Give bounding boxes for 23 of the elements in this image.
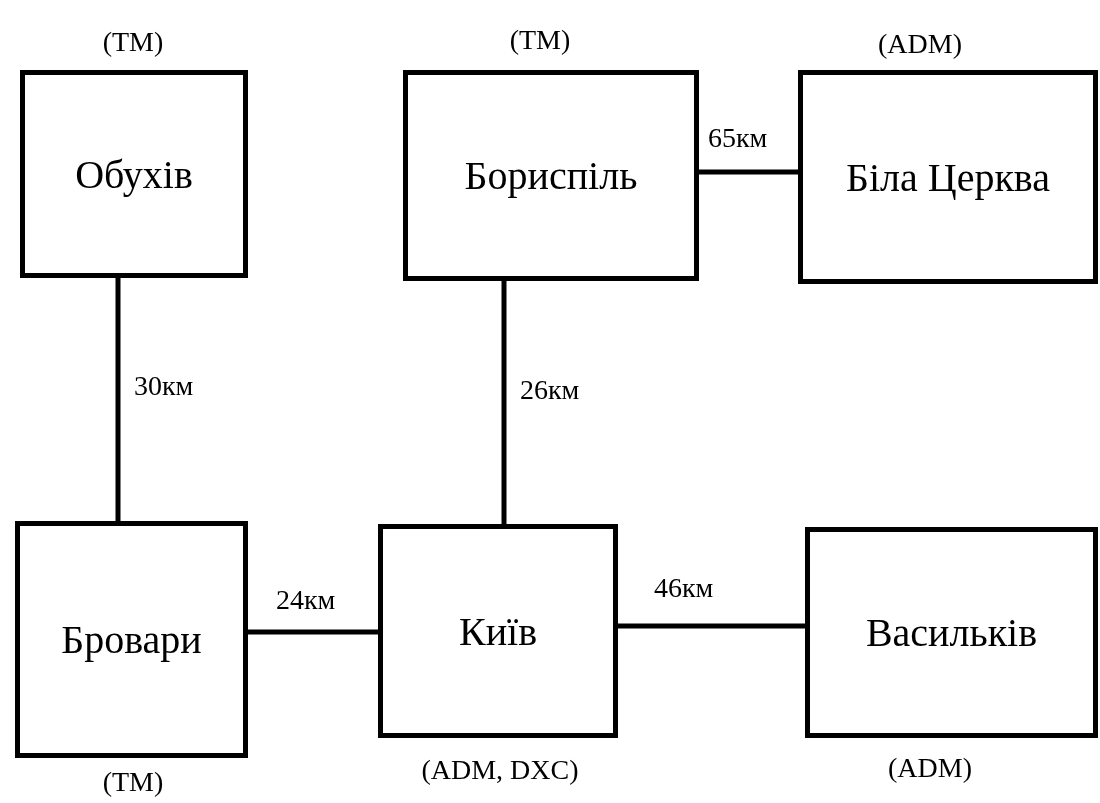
connector-line xyxy=(115,278,121,521)
equipment-annotation: (TM) xyxy=(509,24,571,56)
city-box xyxy=(378,524,618,738)
city-box xyxy=(798,70,1098,284)
city-name: Біла Церква xyxy=(846,153,1050,201)
city-box xyxy=(403,70,699,281)
city-box xyxy=(15,521,248,758)
city-box xyxy=(805,527,1098,738)
equipment-annotation: (ADM) xyxy=(878,28,962,60)
equipment-annotation: (TM) xyxy=(102,26,164,58)
city-name: Обухів xyxy=(75,150,193,198)
connector-line xyxy=(248,629,378,635)
equipment-annotation: (ADM, DXC) xyxy=(421,754,579,786)
city-box xyxy=(20,70,248,278)
connector-line xyxy=(618,623,805,629)
connector-line xyxy=(699,169,798,175)
connector-line xyxy=(501,281,507,524)
equipment-annotation: (ADM) xyxy=(888,752,972,784)
equipment-annotation: (TM) xyxy=(102,766,164,798)
city-name: Васильків xyxy=(865,609,1038,656)
city-name: Київ xyxy=(458,607,538,655)
city-name: Бровари xyxy=(61,616,202,663)
city-name: Бориспіль xyxy=(464,152,638,199)
